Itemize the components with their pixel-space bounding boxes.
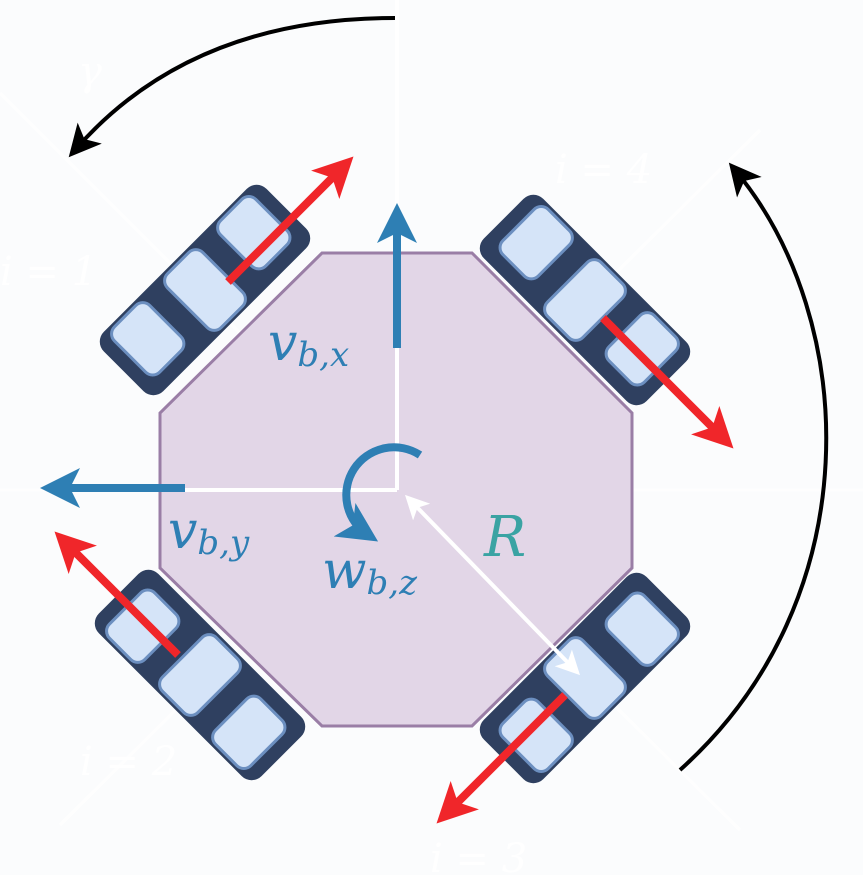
wheel-1-label: i = 1 [0,249,97,295]
wheel-3-velocity-arrow [436,692,568,824]
wheel-order-rotation-arrow [678,162,829,772]
v-by-label: vb,y [168,501,250,563]
wheel-3-label: i = 3 [430,836,527,875]
wheel-2-label: i = 2 [80,739,177,785]
radius-label: R [483,505,526,570]
w-bz-arrow [333,443,423,542]
wheel-2-velocity-arrow [54,531,181,658]
gamma-label: γ [78,49,102,95]
wheel-4-label: i = 4 [555,147,652,193]
wheel-4-velocity-arrow [600,315,734,449]
v-bx-label: vb,x [268,313,349,375]
gamma-rotation-arrow [68,16,396,158]
w-bz-label: wb,z [322,541,418,603]
wheel-1 [99,184,311,396]
radius-arrow [404,494,581,676]
wheel-1-velocity-arrow [225,156,354,285]
